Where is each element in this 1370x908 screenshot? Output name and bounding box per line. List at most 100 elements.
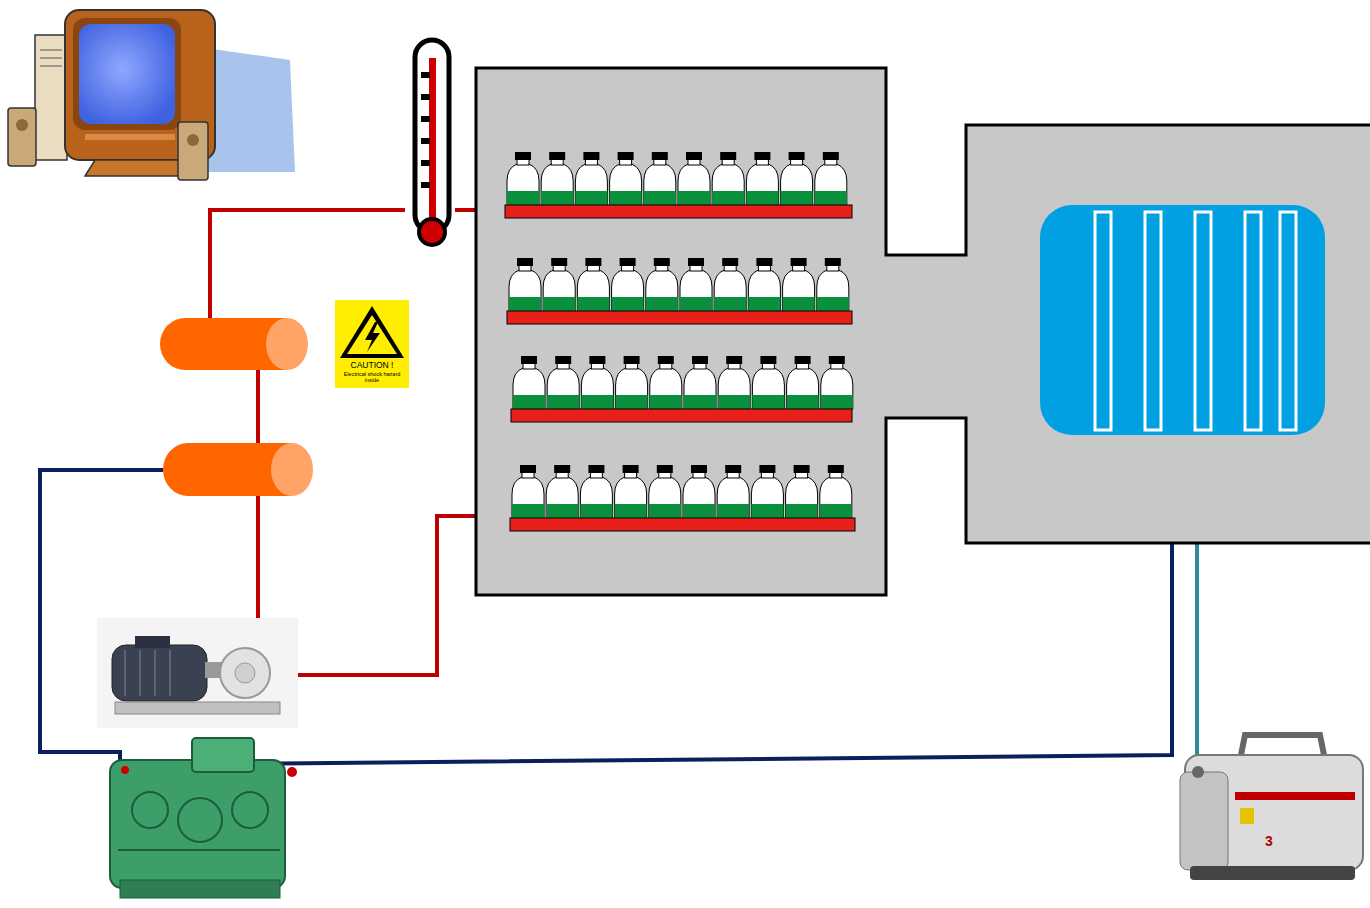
compressor-part xyxy=(121,766,129,774)
compressor-part xyxy=(118,792,280,850)
vial-part xyxy=(580,477,612,518)
vial-part xyxy=(512,477,544,518)
heat-exchanger xyxy=(160,318,313,496)
vial-part xyxy=(821,368,853,409)
vial-part xyxy=(551,258,567,266)
vial-part xyxy=(820,504,852,518)
vial-part xyxy=(683,504,715,518)
vial-part xyxy=(821,395,853,409)
vial-part xyxy=(580,504,612,518)
vial-part xyxy=(521,356,537,364)
vial-part xyxy=(712,164,744,205)
vial-part xyxy=(680,270,712,311)
vial-part xyxy=(683,477,715,518)
vial-part xyxy=(649,504,681,518)
vial xyxy=(547,356,579,409)
shelf xyxy=(505,152,852,218)
vial-part xyxy=(783,270,815,311)
vial xyxy=(581,356,613,409)
vial-part xyxy=(752,395,784,409)
vial-part xyxy=(583,152,599,160)
vial-part xyxy=(759,465,775,473)
vial-part xyxy=(612,270,644,311)
vial xyxy=(781,152,813,205)
vial xyxy=(783,258,815,311)
vial xyxy=(541,152,573,205)
circulation-pump-part xyxy=(220,648,270,698)
compressor xyxy=(110,738,297,898)
computer-part xyxy=(40,58,62,59)
vial-part xyxy=(547,368,579,409)
vial-part xyxy=(756,258,772,266)
vial xyxy=(575,152,607,205)
vial-part xyxy=(658,356,674,364)
shelf xyxy=(511,356,853,422)
drying-chamber xyxy=(476,68,1370,595)
vial-part xyxy=(616,395,648,409)
vial xyxy=(817,258,849,311)
vial-part xyxy=(823,152,839,160)
vial-part xyxy=(684,395,716,409)
vial-part xyxy=(588,465,604,473)
vial-part xyxy=(589,356,605,364)
vial-part xyxy=(825,258,841,266)
vial-part xyxy=(692,356,708,364)
vial-part xyxy=(543,270,575,311)
computer-part xyxy=(79,24,175,124)
vial-part xyxy=(612,297,644,311)
computer xyxy=(8,10,295,180)
vial-part xyxy=(787,395,819,409)
circulation-pump xyxy=(97,618,298,728)
vial xyxy=(683,465,715,518)
vial-part xyxy=(549,152,565,160)
vial xyxy=(748,258,780,311)
caution-text: CAUTION ! xyxy=(336,361,408,370)
vial-part xyxy=(615,504,647,518)
compressor-part-part xyxy=(178,798,222,842)
shelf-plate xyxy=(510,518,855,531)
vial-part xyxy=(829,356,845,364)
heating-fluid-pipe xyxy=(210,210,512,675)
vial xyxy=(649,465,681,518)
vial-part xyxy=(644,191,676,205)
vial-part xyxy=(717,477,749,518)
condenser-coil-part-part xyxy=(1245,212,1261,430)
vial xyxy=(717,465,749,518)
vial-part xyxy=(555,356,571,364)
vial-part xyxy=(646,270,678,311)
vial xyxy=(512,465,544,518)
vial-part xyxy=(760,356,776,364)
model-number: 3 xyxy=(1258,834,1280,849)
warning-note: Electrical shock hazard inside xyxy=(337,372,407,384)
condenser-coil-part-part xyxy=(1145,212,1161,430)
thermometer-part xyxy=(415,40,449,232)
circulation-pump-part xyxy=(169,650,171,696)
vial-part xyxy=(684,368,716,409)
computer-part xyxy=(40,66,62,67)
vial-part xyxy=(644,164,676,205)
heat-exchanger-part xyxy=(271,443,313,496)
warning-note: Electrical shock hazard inside xyxy=(337,372,407,384)
compressor-part-part xyxy=(118,849,280,851)
vial-part xyxy=(746,191,778,205)
vial-part xyxy=(751,477,783,518)
vial-part xyxy=(781,191,813,205)
vial-part xyxy=(649,477,681,518)
shelf xyxy=(507,258,852,324)
vial-part xyxy=(541,191,573,205)
computer-part xyxy=(178,122,208,180)
vial-part xyxy=(688,258,704,266)
compressor-part xyxy=(120,880,280,898)
computer-part xyxy=(8,108,36,166)
vial xyxy=(580,465,612,518)
vial xyxy=(815,152,847,205)
vial xyxy=(577,258,609,311)
vial xyxy=(646,258,678,311)
vial-part xyxy=(512,504,544,518)
compressor-part xyxy=(287,767,297,777)
vial-part xyxy=(726,356,742,364)
vial xyxy=(615,465,647,518)
vial-part xyxy=(546,504,578,518)
